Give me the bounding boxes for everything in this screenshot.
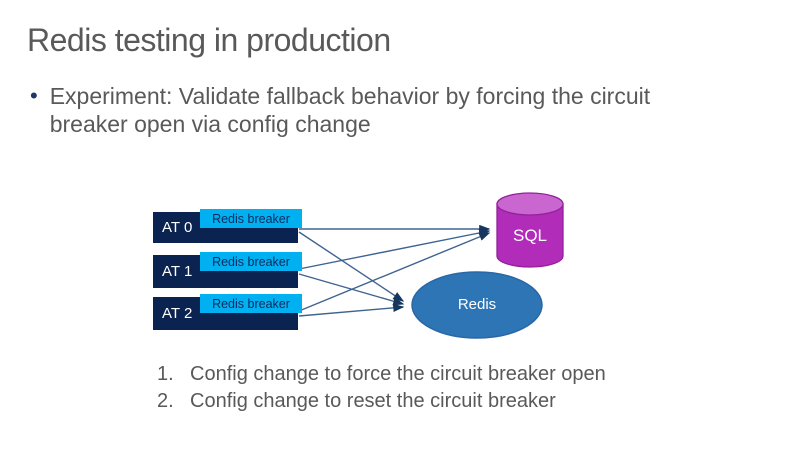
bullet-item: • Experiment: Validate fallback behavior… [30,82,650,138]
redis-label: Redis [457,296,497,313]
line-at2-redis [298,303,405,317]
bullet-text-line-1: Experiment: Validate fallback behavior b… [49,83,651,109]
sql-cylinder-shape [496,192,564,268]
line-at2-sql [298,232,491,312]
step-text: Config change to force the circuit break… [190,363,606,385]
redis-breaker-label: Redis breaker [212,211,290,226]
bullet-text-line-2: breaker open via config change [49,111,371,137]
step-number: 2. [157,390,174,412]
app-tier-label: AT 1 [162,263,193,280]
steps-list: 1. Config change to force the circuit br… [157,361,606,415]
step-number: 1. [157,363,174,385]
app-tier-label: AT 0 [162,219,193,236]
redis-ellipse-shape [411,271,543,339]
redis-breaker-chip-2: Redis breaker [200,294,302,313]
redis-breaker-label: Redis breaker [212,296,290,311]
page-title: Redis testing in production [27,22,391,58]
bullet-glyph: • [30,83,38,108]
redis-breaker-chip-0: Redis breaker [200,209,302,228]
sql-label: SQL [512,226,548,245]
redis-breaker-chip-1: Redis breaker [200,252,302,271]
app-tier-box-0: Redis breaker AT 0 [153,209,302,243]
redis-breaker-label: Redis breaker [212,254,290,269]
app-tier-label: AT 2 [162,305,193,322]
step-item-1: 1. Config change to force the circuit br… [157,361,606,388]
bullet-text: Experiment: Validate fallback behavior b… [50,82,650,138]
app-tier-box-1: Redis breaker AT 1 [153,252,302,288]
step-item-2: 2. Config change to reset the circuit br… [157,388,606,415]
app-tier-box-2: Redis breaker AT 2 [153,294,302,330]
step-text: Config change to reset the circuit break… [190,390,556,412]
line-at0-redis [298,231,405,302]
line-at1-sql [298,228,491,270]
